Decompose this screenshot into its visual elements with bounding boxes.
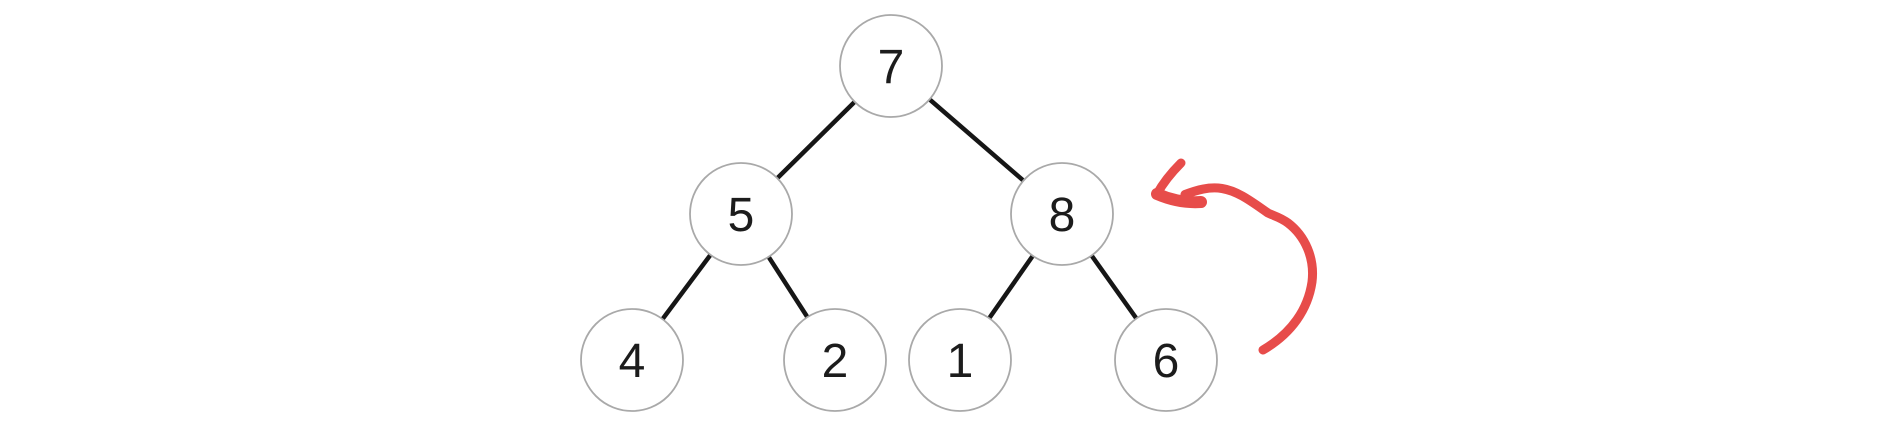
tree-node-left-right: 2 [783, 308, 887, 412]
tree-node-right-right: 6 [1114, 308, 1218, 412]
node-circle-2 [783, 308, 887, 412]
node-label-5: 5 [728, 189, 755, 242]
node-circle-8 [1010, 162, 1114, 266]
node-label-6: 6 [1153, 335, 1180, 388]
node-circle-7 [839, 14, 943, 118]
node-label-2: 2 [822, 335, 849, 388]
node-label-7: 7 [878, 41, 905, 94]
arrow-shaft [1180, 183, 1318, 355]
tree-node-right: 8 [1010, 162, 1114, 266]
tree-node-right-left: 1 [908, 308, 1012, 412]
node-circle-1 [908, 308, 1012, 412]
tree-node-root: 7 [839, 14, 943, 118]
node-label-1: 1 [947, 335, 974, 388]
tree-node-left: 5 [689, 162, 793, 266]
node-circle-4 [580, 308, 684, 412]
node-label-8: 8 [1049, 189, 1076, 242]
red-arrow-annotation [1151, 158, 1318, 355]
tree-node-left-left: 4 [580, 308, 684, 412]
node-circle-5 [689, 162, 793, 266]
node-label-4: 4 [619, 335, 646, 388]
arrowhead-lower-barb [1151, 188, 1207, 209]
node-circle-6 [1114, 308, 1218, 412]
